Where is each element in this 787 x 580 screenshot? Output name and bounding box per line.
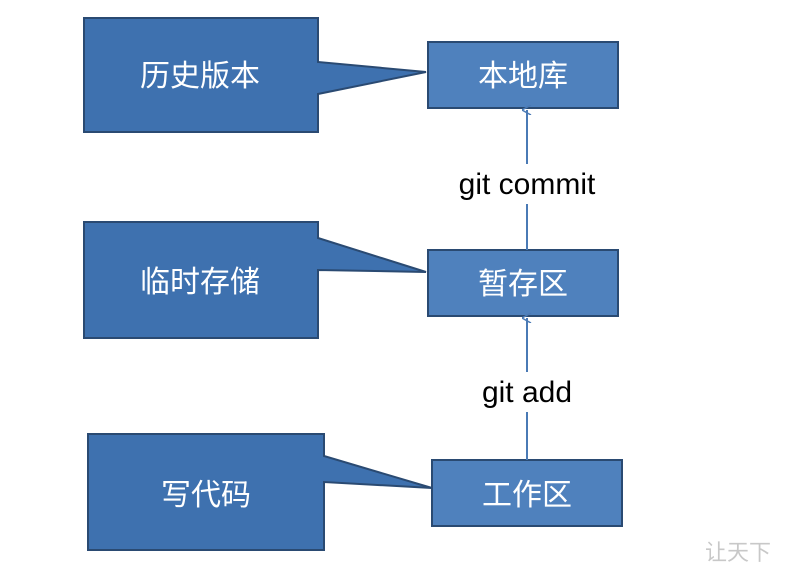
node-working-label: 工作区 (482, 478, 572, 513)
callout-history: 历史版本 (83, 17, 427, 133)
edge-label-bg-add (468, 372, 586, 412)
watermark: 让天下 (705, 541, 771, 566)
callout-code-label: 写代码 (161, 478, 251, 513)
node-staging: 暂存区 (427, 249, 619, 317)
edge-label-add: git add (482, 376, 572, 409)
node-working: 工作区 (431, 459, 623, 527)
callout-history-label: 历史版本 (140, 59, 260, 94)
callout-temp-label: 临时存储 (140, 265, 260, 300)
callout-code: 写代码 (87, 433, 433, 551)
node-staging-label: 暂存区 (478, 267, 568, 302)
callout-temp: 临时存储 (83, 221, 427, 339)
edge-label-commit: git commit (459, 168, 596, 201)
node-local-repo: 本地库 (427, 41, 619, 109)
edge-label-bg-commit (440, 164, 614, 204)
node-local-repo-label: 本地库 (478, 59, 568, 94)
